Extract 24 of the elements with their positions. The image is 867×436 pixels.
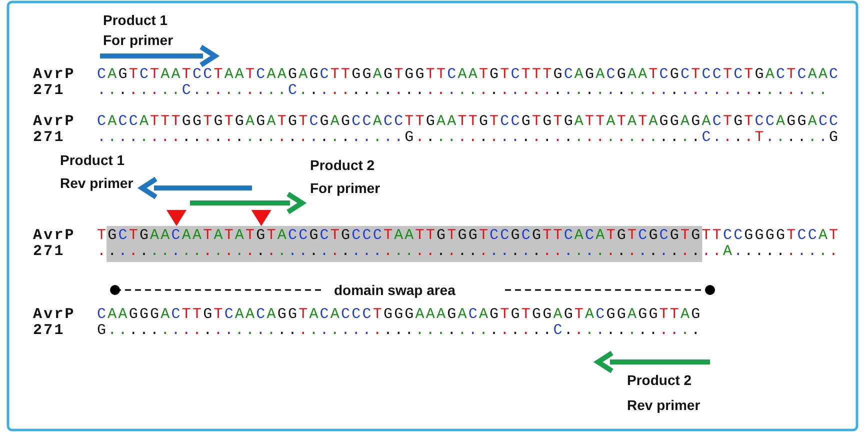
sequence-name: 271 (33, 83, 65, 99)
sequence-name: 271 (33, 323, 65, 339)
primer-label: For primer (103, 32, 174, 48)
primer-label: Product 1 (103, 12, 168, 28)
sequence-name: 271 (33, 244, 65, 260)
sequence-name: AvrP (33, 228, 76, 244)
alignment-row: .............................G...........................C....T......G (97, 130, 840, 146)
primer-label: Product 1 (60, 152, 125, 168)
primer-label: Rev primer (627, 397, 700, 413)
dna-sequence: CAAGGGACTTGTCAACAGGTACACCCTGGGAAAGACAGTGTGGAGTACGGAGGTTAG (97, 307, 702, 323)
alignment-row: ........C.........C.................................................. (97, 83, 830, 99)
primer-label: For primer (310, 180, 380, 196)
sequence-name: 271 (33, 130, 65, 146)
alignment-row: G..........................................C............. (97, 323, 702, 339)
primer-label: Product 2 (310, 157, 375, 173)
dna-sequence: CACCATTTGGTGTGAGATGTCGAGCCACCTTGAATTGTCCGTGTGATTATATAGGAGACTGTCCAGGACC (97, 114, 840, 130)
dna-sequence: TGCTGAACAATATATGTACCGCTGCCCTAATTGTGGTCCGCGTTCACATGTCGCGTGTTCCGGGGTCCAT (97, 228, 840, 244)
sequence-name: AvrP (33, 307, 76, 323)
sequence-name: AvrP (33, 114, 76, 130)
primer-label: Product 2 (627, 372, 692, 388)
sequence-name: AvrP (33, 67, 76, 83)
dna-sequence: CAGTCTAATCCTAATCAAGAGCTTGGAGTGGTTCAATGTCTTTGCAGACGAATCGCTCCTCTGACTCAAC (97, 67, 840, 83)
primer-label: Rev primer (60, 175, 134, 191)
alignment-row: ...........................................................A.......... (97, 244, 840, 260)
